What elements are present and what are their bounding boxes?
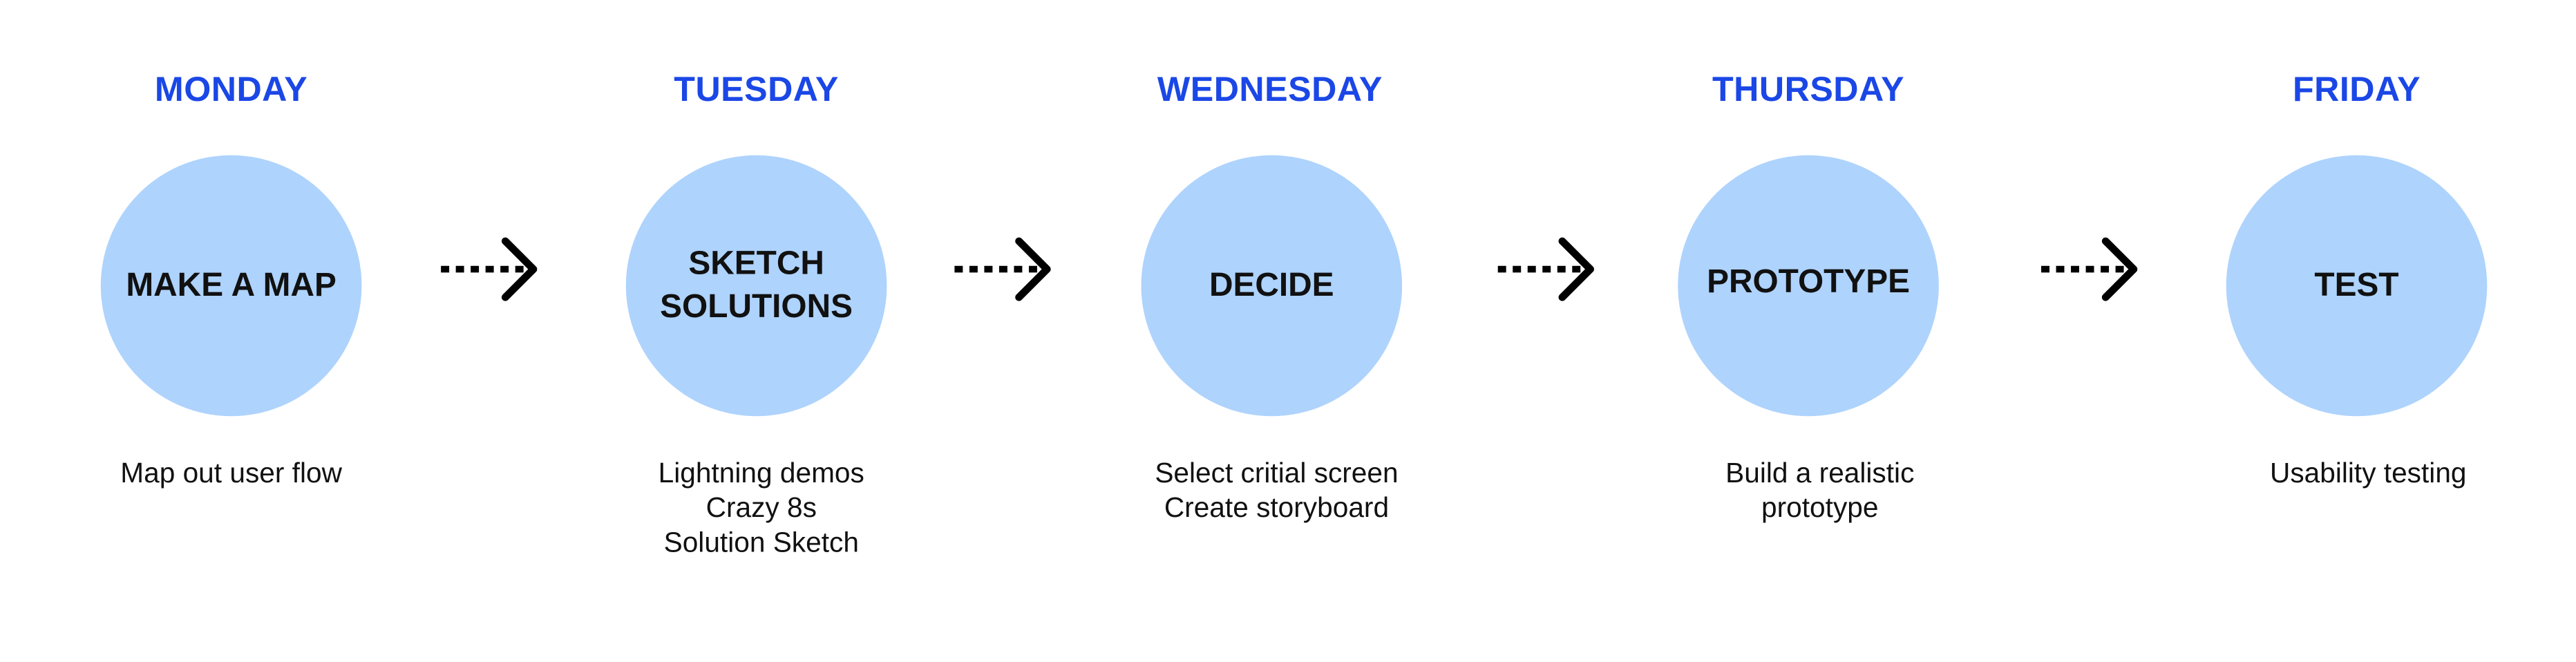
step-description-monday: Map out user flow bbox=[17, 456, 446, 491]
step-circle-prototype: PROTOTYPE bbox=[1678, 155, 1939, 417]
step-title-sketch-solutions: SKETCH SOLUTIONS bbox=[660, 246, 853, 325]
description-line: Crazy 8s bbox=[705, 492, 817, 524]
description-line: prototype bbox=[1761, 492, 1879, 524]
arrow-head bbox=[2101, 237, 2138, 301]
step-description-tuesday: Lightning demos Crazy 8s Solution Sketch bbox=[547, 456, 976, 560]
description-line: Lightning demos bbox=[658, 457, 864, 489]
step-circle-decide: DECIDE bbox=[1141, 155, 1403, 417]
description-line: Select critial screen bbox=[1155, 457, 1399, 489]
step-circle-make-a-map: MAKE A MAP bbox=[100, 155, 362, 417]
step-description-friday: Usability testing bbox=[2154, 456, 2576, 491]
step-description-wednesday: Select critial screen Create storyboard bbox=[1062, 456, 1491, 525]
dotted-arrow-right-icon bbox=[1497, 237, 1594, 301]
step-title-prototype: PROTOTYPE bbox=[1707, 264, 1911, 301]
step-description-thursday: Build a realistic prototype bbox=[1605, 456, 2034, 525]
step-title-decide: DECIDE bbox=[1209, 267, 1334, 304]
step-title-make-a-map: MAKE A MAP bbox=[126, 267, 337, 304]
description-line: Create storyboard bbox=[1164, 492, 1390, 524]
day-label-monday: MONDAY bbox=[154, 70, 308, 109]
description-line: Map out user flow bbox=[120, 457, 342, 489]
day-label-thursday: THURSDAY bbox=[1712, 70, 1905, 109]
dotted-arrow-right-icon bbox=[2041, 237, 2138, 301]
arrow-head bbox=[1558, 237, 1594, 301]
step-circle-test: TEST bbox=[2226, 155, 2488, 417]
step-title-test: TEST bbox=[2314, 267, 2399, 304]
day-label-tuesday: TUESDAY bbox=[674, 70, 839, 109]
step-circle-sketch-solutions: SKETCH SOLUTIONS bbox=[625, 155, 887, 417]
dotted-arrow-right-icon bbox=[441, 237, 538, 301]
dotted-arrow-right-icon bbox=[954, 237, 1051, 301]
description-line: Solution Sketch bbox=[663, 527, 859, 558]
day-label-friday: FRIDAY bbox=[2292, 70, 2421, 109]
day-label-wednesday: WEDNESDAY bbox=[1157, 70, 1383, 109]
arrow-head bbox=[1015, 237, 1051, 301]
arrow-head bbox=[501, 237, 538, 301]
description-line: Build a realistic bbox=[1725, 457, 1915, 489]
description-line: Usability testing bbox=[2269, 457, 2467, 489]
